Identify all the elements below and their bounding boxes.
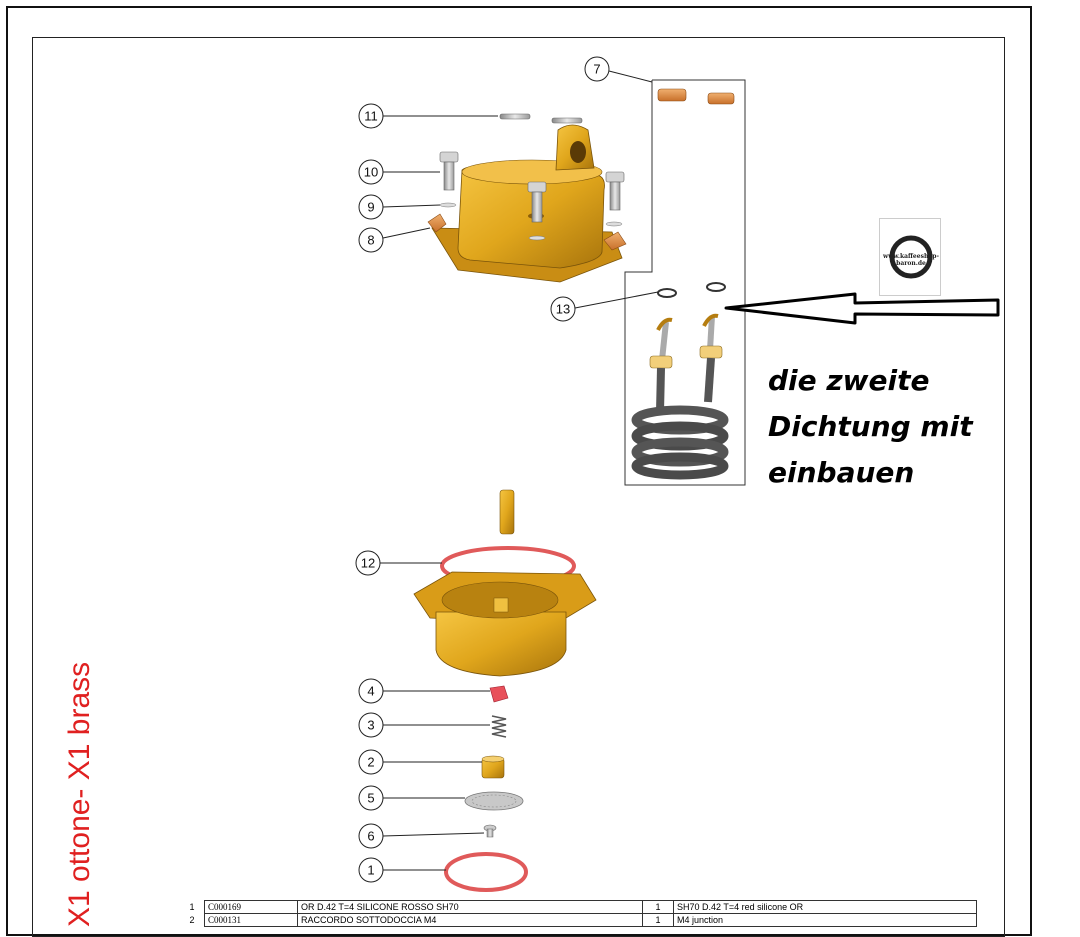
- part-10-screws: [439, 151, 625, 223]
- callout-1: 1: [358, 857, 384, 883]
- gasket-thumbnail: www.kaffeeshop- baron.de: [879, 218, 941, 296]
- part-11-pins: [499, 113, 583, 124]
- part-1-gasket: [444, 852, 528, 892]
- part-6-screw: [483, 824, 497, 838]
- svg-text:1: 1: [367, 863, 374, 878]
- table-row: 2 C000131 RACCORDO SOTTODOCCIA M4 1 M4 j…: [180, 913, 977, 927]
- part-description: RACCORDO SOTTODOCCIA M4: [297, 913, 643, 927]
- part-12-tube: [499, 489, 515, 535]
- callout-3: 3: [358, 712, 384, 738]
- svg-text:3: 3: [367, 718, 374, 733]
- svg-text:5: 5: [367, 791, 374, 806]
- part-8-tabs: [427, 213, 627, 251]
- row-number: 1: [189, 902, 195, 912]
- part-4-cap: [489, 685, 509, 703]
- watermark-line-2: baron.de: [896, 260, 926, 267]
- note-line-3: einbauen: [768, 456, 915, 489]
- heating-element: [631, 313, 729, 480]
- callout-5: 5: [358, 785, 384, 811]
- callout-8: 8: [358, 227, 384, 253]
- part-code: C000131: [204, 913, 298, 927]
- callout-12: 12: [355, 550, 381, 576]
- svg-text:2: 2: [367, 755, 374, 770]
- callout-9: 9: [358, 194, 384, 220]
- svg-text:9: 9: [367, 200, 374, 215]
- note-line-1: die zweite: [768, 364, 930, 397]
- svg-text:12: 12: [361, 556, 375, 571]
- parts-table: 1 C000169 OR D.42 T=4 SILICONE ROSSO SH7…: [180, 900, 977, 927]
- svg-text:7: 7: [593, 62, 600, 77]
- part-qty: 1: [642, 900, 674, 914]
- part-description: OR D.42 T=4 SILICONE ROSSO SH70: [297, 900, 643, 914]
- note-line-2: Dichtung mit: [768, 410, 973, 443]
- table-row: 1 C000169 OR D.42 T=4 SILICONE ROSSO SH7…: [180, 900, 977, 914]
- svg-text:4: 4: [367, 684, 374, 699]
- callout-7: 7: [584, 56, 610, 82]
- part-description-en: M4 junction: [673, 913, 977, 927]
- svg-text:8: 8: [367, 233, 374, 248]
- callout-10: 10: [358, 159, 384, 185]
- callout-6: 6: [358, 823, 384, 849]
- arrow-left-icon: [724, 292, 1000, 325]
- assembly-note: die zweite Dichtung mit einbauen: [768, 358, 973, 496]
- callout-2: 2: [358, 749, 384, 775]
- part-7-copper-nuts: [657, 88, 735, 105]
- leader-lines: [380, 70, 659, 871]
- watermark-line-1: www.kaffeeshop-: [882, 253, 939, 260]
- part-2-fitting: [481, 755, 505, 779]
- heater-group-outline: [624, 79, 746, 486]
- svg-text:13: 13: [556, 302, 570, 317]
- svg-text:6: 6: [367, 829, 374, 844]
- boiler-cover: [431, 124, 623, 283]
- part-qty: 1: [642, 913, 674, 927]
- row-number: 2: [189, 915, 195, 925]
- part-13-gaskets: [657, 282, 726, 298]
- thumbnail-watermark: www.kaffeeshop- baron.de: [880, 253, 942, 267]
- callout-11: 11: [358, 103, 384, 129]
- part-description-en: SH70 D.42 T=4 red silicone OR: [673, 900, 977, 914]
- part-3-spring: [491, 715, 507, 738]
- svg-text:10: 10: [364, 165, 378, 180]
- part-5-shower-screen: [464, 791, 524, 811]
- svg-text:11: 11: [364, 109, 378, 124]
- callout-4: 4: [358, 678, 384, 704]
- callout-13: 13: [550, 296, 576, 322]
- boiler-body: [413, 571, 597, 677]
- part-code: C000169: [204, 900, 298, 914]
- gasket-ring-icon: [889, 235, 933, 279]
